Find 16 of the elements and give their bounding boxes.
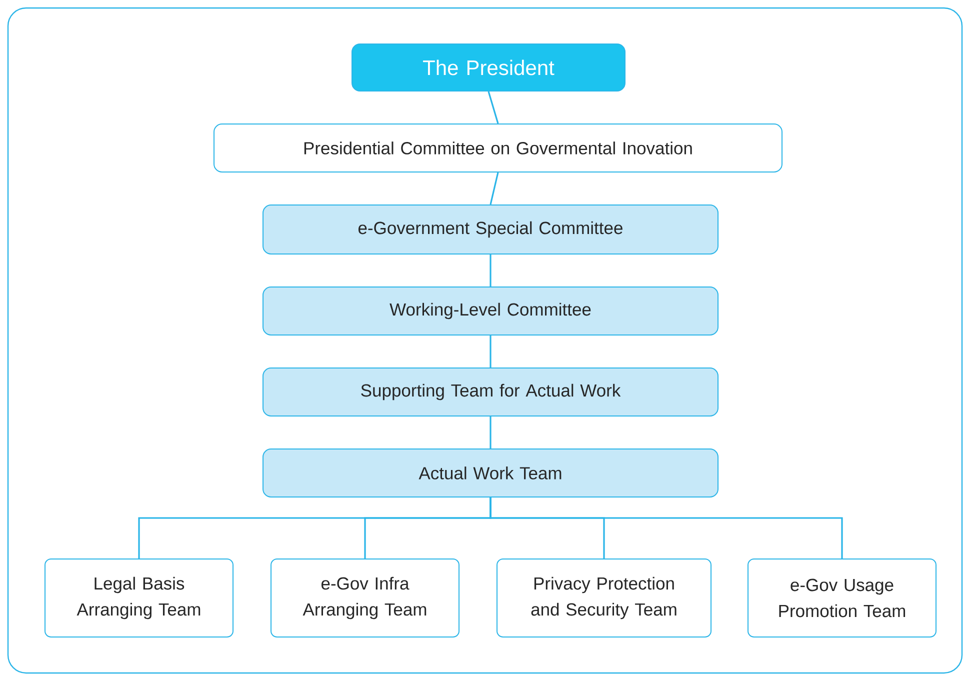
committee-box: Working-Level Committee	[262, 286, 718, 336]
committee-box: Actual Work Team	[262, 448, 718, 498]
team-box: Privacy Protection and Security Team	[496, 558, 712, 638]
connector-line	[490, 336, 492, 368]
team-box: Legal Basis Arranging Team	[44, 558, 234, 638]
committee-box: Supporting Team for Actual Work	[262, 368, 718, 416]
committee-box: Presidential Committee on Govermental Inovation	[214, 124, 782, 172]
connector-line	[490, 254, 492, 286]
connector-line	[488, 91, 499, 124]
committee-box: e-Government Special Committee	[262, 204, 718, 254]
connector-line	[490, 172, 499, 205]
connector-line	[490, 416, 492, 448]
connector-line	[490, 498, 843, 558]
team-box: e-Gov Usage Promotion Team	[748, 558, 936, 638]
title-box: The President	[352, 44, 626, 92]
team-box: e-Gov Infra Arranging Team	[270, 558, 460, 638]
